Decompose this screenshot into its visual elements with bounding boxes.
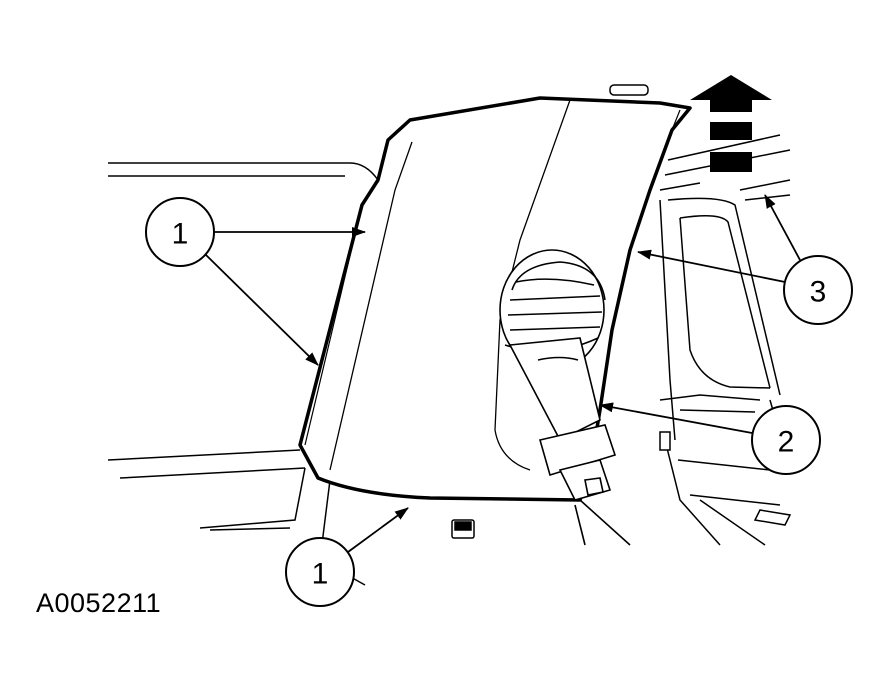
callout-1-top-label: 1 [172, 218, 189, 251]
callout-1-bottom: 1 [285, 537, 355, 607]
callout-1-bottom-label: 1 [312, 558, 329, 591]
headliner-lines [107, 162, 379, 586]
figure-id-label: A0052211 [36, 588, 162, 618]
callout-3-label: 3 [810, 276, 827, 309]
removal-direction-arrow [690, 75, 772, 172]
clip-details [451, 84, 671, 539]
callout-2: 2 [751, 405, 821, 475]
pillar-trim-panel [298, 96, 692, 502]
callout-1-top: 1 [145, 197, 215, 267]
callout-2-label: 2 [778, 426, 795, 459]
callout-3: 3 [783, 255, 853, 325]
door-frame-lines [659, 134, 792, 546]
leader-lines [205, 194, 801, 553]
seat-belt-webbing [508, 337, 631, 546]
